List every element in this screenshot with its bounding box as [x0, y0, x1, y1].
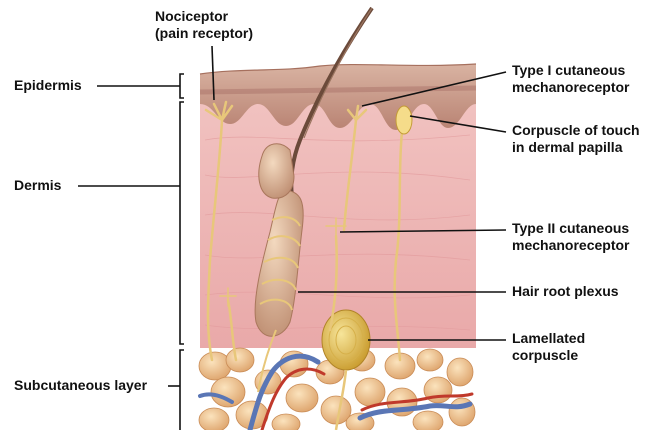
- corpuscle-of-touch-shape: [396, 106, 412, 134]
- label-epidermis: Epidermis: [14, 77, 82, 94]
- label-hair-root-plexus: Hair root plexus: [512, 283, 619, 300]
- sebaceous-gland: [259, 144, 294, 199]
- label-corpuscle-of-touch: Corpuscle of touch in dermal papilla: [512, 122, 640, 156]
- label-type-ii-mechanoreceptor: Type II cutaneous mechanoreceptor: [512, 220, 629, 254]
- layer-brackets: [180, 74, 184, 430]
- label-lamellated-corpuscle: Lamellated corpuscle: [512, 330, 585, 364]
- label-subcutaneous-layer: Subcutaneous layer: [14, 377, 147, 394]
- label-nociceptor: Nociceptor (pain receptor): [155, 8, 253, 42]
- label-type-i-mechanoreceptor: Type I cutaneous mechanoreceptor: [512, 62, 629, 96]
- label-dermis: Dermis: [14, 177, 61, 194]
